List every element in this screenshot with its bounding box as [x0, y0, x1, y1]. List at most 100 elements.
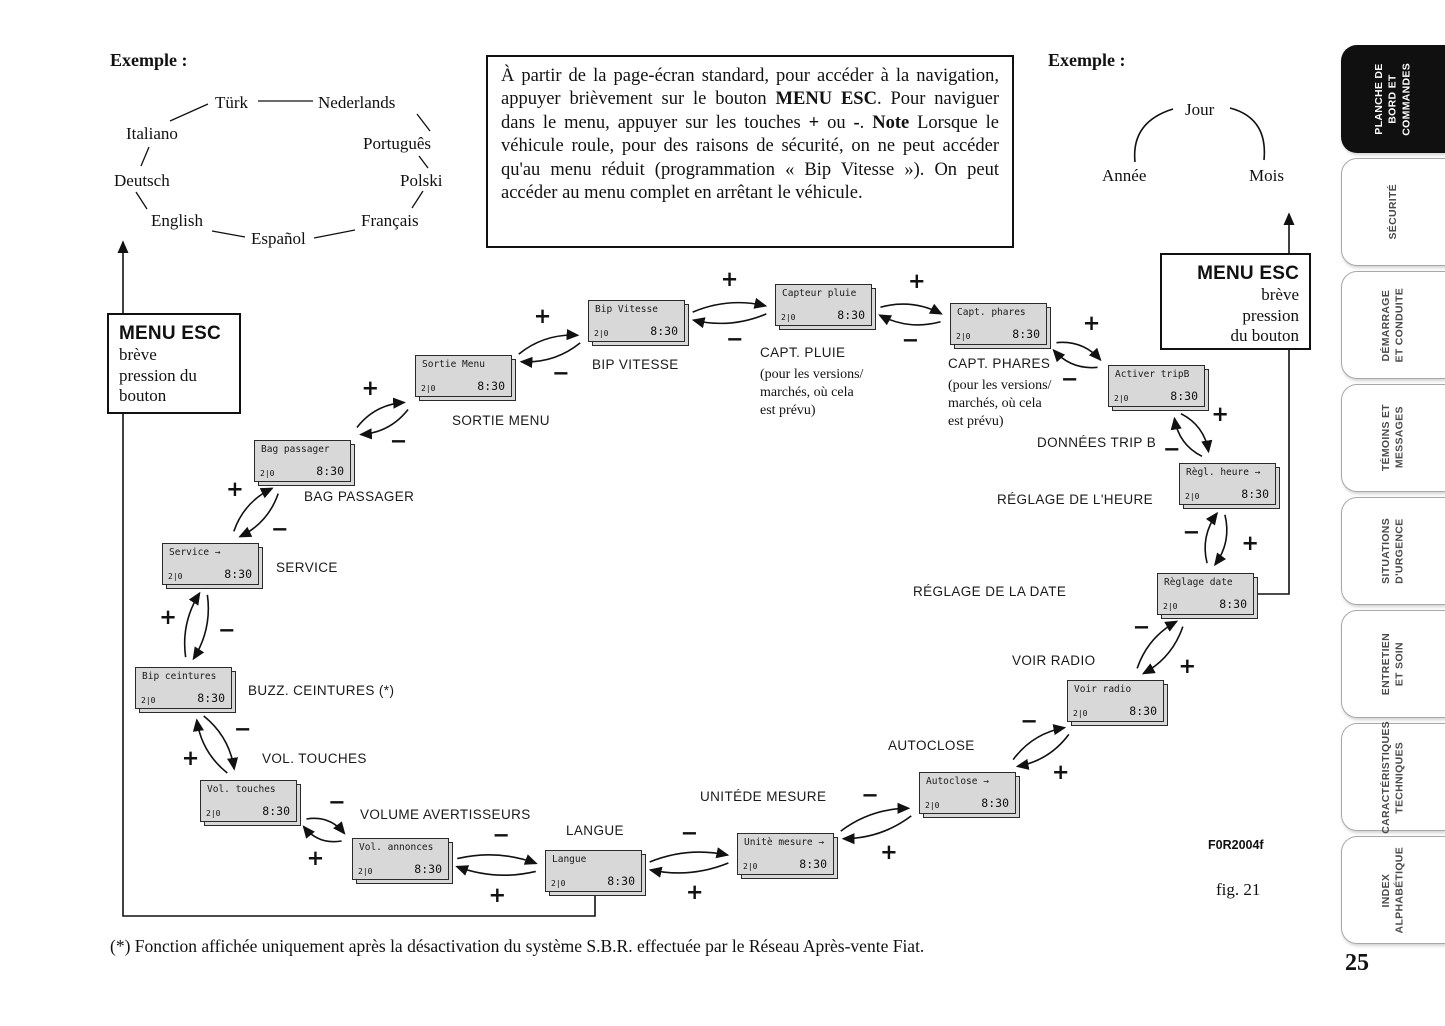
- screen-title: Bip ceintures: [142, 671, 217, 682]
- date-cycle-arc-left: [1133, 108, 1174, 163]
- language-nederlands: Nederlands: [318, 93, 396, 112]
- screen-time: 8:30: [1241, 487, 1269, 501]
- menu-esc-keyword: MENU ESC: [775, 89, 877, 110]
- screen-time: 8:30: [477, 379, 505, 393]
- screen-temp: 2|0: [260, 469, 275, 478]
- minus-symbol: −: [233, 716, 252, 741]
- minus-symbol: −: [1162, 437, 1181, 462]
- menu-label-vol-touches: VOL. TOUCHES: [262, 751, 367, 766]
- screen-title: Service →: [169, 547, 221, 558]
- minus-symbol: −: [389, 429, 408, 454]
- screen-time: 8:30: [1012, 327, 1040, 341]
- screen-temp: 2|0: [168, 572, 183, 581]
- plus-symbol: +: [159, 605, 177, 630]
- screen-time: 8:30: [197, 691, 225, 705]
- screen-title: Vol. touches: [207, 784, 276, 795]
- plus-symbol: +: [907, 268, 926, 293]
- menu-label-activer-tripb: DONNÉES TRIP B: [1037, 435, 1157, 450]
- menu-label-bag-passager: BAG PASSAGER: [304, 489, 415, 504]
- plus-symbol: +: [685, 880, 704, 905]
- screen-temp: 2|0: [358, 867, 373, 876]
- plus-symbol: +: [488, 882, 507, 907]
- language-portugues: Português: [363, 134, 431, 153]
- language-italiano: Italiano: [126, 124, 178, 143]
- plus-symbol: +: [1051, 760, 1070, 785]
- minus-symbol: −: [217, 617, 236, 642]
- menu-screen-sortie-menu: Sortie Menu 2|0 8:30: [415, 355, 512, 397]
- screen-title: Langue: [552, 854, 587, 865]
- page-number: 25: [1345, 950, 1369, 976]
- tab-temoins-et-messages: TÉMOINS ET MESSAGES: [1341, 384, 1445, 492]
- minus-symbol: −: [551, 361, 570, 386]
- minus-symbol: −: [680, 820, 699, 845]
- plus-symbol: +: [306, 845, 325, 870]
- menu-esc-body: brève pression du bouton: [1230, 285, 1299, 346]
- screen-title: Vol. annonces: [359, 842, 434, 853]
- menu-label-bip-vitesse: BIP VITESSE: [592, 357, 679, 372]
- menu-esc-body: brève pression du bouton: [119, 345, 197, 406]
- minus-symbol: −: [270, 517, 289, 542]
- minus-symbol: −: [861, 782, 879, 807]
- date-mois: Mois: [1249, 166, 1284, 185]
- footnote: (*) Fonction affichée uniquement après l…: [110, 936, 925, 956]
- screen-temp: 2|0: [1073, 709, 1088, 718]
- long-press-path-left: [122, 413, 596, 917]
- menu-label-reglage-date: RÉGLAGE DE LA DATE: [913, 584, 1067, 599]
- menu-label-capt-phares: CAPT. PHARES: [948, 356, 1051, 371]
- minus-symbol: −: [1060, 367, 1079, 392]
- minus-symbol: −: [1182, 519, 1201, 544]
- menu-label-unite-mesure: UNITÉDE MESURE: [700, 789, 827, 804]
- tab-demarrage-et-conduite: DÉMARRAGE ET CONDUITE: [1341, 271, 1445, 379]
- figure-label: fig. 21: [1216, 880, 1261, 899]
- menu-screen-service: Service → 2|0 8:30: [162, 543, 259, 585]
- minus-symbol: −: [725, 326, 744, 351]
- screen-title: Sortie Menu: [422, 359, 485, 370]
- note-keyword: Note: [872, 112, 910, 133]
- screen-title: Règlage date: [1164, 577, 1233, 588]
- menu-label-bip-ceintures: BUZZ. CEINTURES (*): [248, 683, 395, 698]
- plus-symbol: +: [1082, 311, 1101, 336]
- screen-temp: 2|0: [551, 879, 566, 888]
- menu-screen-vol-annonces: Vol. annonces 2|0 8:30: [352, 838, 449, 880]
- language-francais: Français: [361, 211, 419, 230]
- screen-temp: 2|0: [1114, 394, 1129, 403]
- screen-title: Voir radio: [1074, 684, 1132, 695]
- minus-symbol: −: [492, 823, 510, 848]
- screen-temp: 2|0: [925, 801, 940, 810]
- screen-temp: 2|0: [956, 332, 971, 341]
- screen-temp: 2|0: [1185, 492, 1200, 501]
- screen-time: 8:30: [837, 308, 865, 322]
- date-jour: Jour: [1185, 100, 1215, 119]
- tab-securite: SÉCURITÉ: [1341, 158, 1445, 266]
- menu-esc-title: MENU ESC: [1197, 263, 1299, 284]
- menu-label-service: SERVICE: [276, 560, 338, 575]
- date-annee: Année: [1102, 166, 1147, 185]
- menu-label-capteur-pluie: CAPT. PLUIE: [760, 345, 846, 360]
- screen-time: 8:30: [799, 857, 827, 871]
- screen-title: Activer tripB: [1115, 369, 1190, 380]
- screen-title: Unitè mesure →: [744, 837, 825, 848]
- figure-code: F0R2004f: [1208, 838, 1264, 852]
- screen-title: Bag passager: [261, 444, 330, 455]
- screen-time: 8:30: [224, 567, 252, 581]
- screen-time: 8:30: [1219, 597, 1247, 611]
- instruction-text: À partir de la page-écran standard, pour…: [501, 66, 999, 110]
- screen-time: 8:30: [414, 862, 442, 876]
- tab-caracteristiques-techniques: CARACTÉRISTIQUES TECHNIQUES: [1341, 721, 1445, 833]
- minus-symbol: −: [327, 789, 346, 814]
- tab-planche-de-bord: PLANCHE DE BORD ET COMMANDES: [1341, 45, 1445, 153]
- screen-title: Règl. heure →: [1186, 467, 1261, 478]
- plus-keyword: +: [808, 112, 820, 133]
- screen-temp: 2|0: [421, 384, 436, 393]
- screen-temp: 2|0: [594, 329, 609, 338]
